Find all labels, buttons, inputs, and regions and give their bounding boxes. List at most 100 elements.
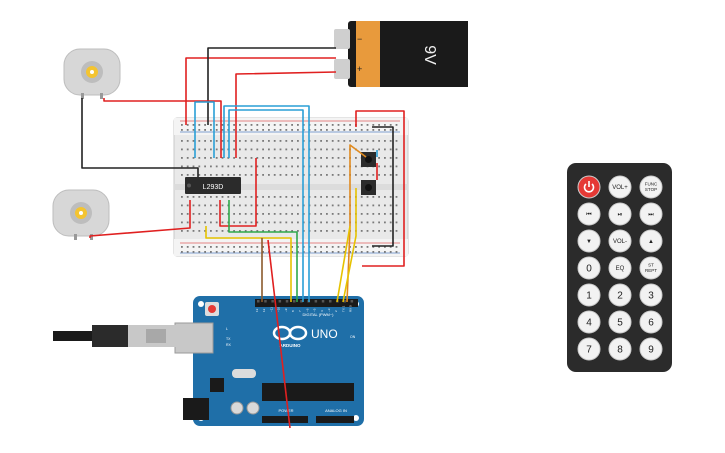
battery-9v[interactable]: − + 9V [334, 21, 468, 87]
remote-key-label: 4 [586, 318, 592, 329]
remote-key-label: 8 [617, 345, 623, 356]
digital-pin[interactable] [285, 300, 289, 303]
remote-key[interactable]: 0 [577, 256, 601, 280]
wire[interactable] [223, 105, 310, 302]
wire[interactable] [81, 98, 199, 177]
remote-key-label: VOL+ [612, 185, 628, 191]
remote-key[interactable]: 3 [639, 283, 663, 307]
digital-pin[interactable] [264, 300, 267, 303]
chip-label: L293D [203, 184, 224, 191]
remote-key[interactable]: EQ [608, 256, 632, 280]
dc-motor-bottom[interactable] [52, 189, 110, 240]
remote-key[interactable]: ▲ [639, 229, 663, 253]
digital-pin[interactable] [321, 300, 325, 303]
remote-key[interactable]: 7 [577, 337, 601, 361]
digital-pin-label: 7 [298, 310, 302, 312]
remote-key[interactable]: ▼ [577, 229, 601, 253]
wire[interactable] [103, 98, 222, 158]
digital-pin-label: TX 1 [341, 305, 345, 312]
wire[interactable] [267, 239, 291, 429]
digital-pin[interactable] [278, 300, 282, 303]
wire[interactable] [219, 158, 257, 227]
next-icon: ⏭ [648, 212, 654, 218]
remote-key[interactable]: 5 [608, 310, 632, 334]
wire[interactable] [235, 71, 337, 158]
digital-pin-label: ~10 [277, 307, 281, 312]
remote-key[interactable]: VOL+ [608, 175, 632, 199]
remote-key[interactable]: ⏯ [608, 202, 632, 226]
battery-plus-label: + [357, 64, 362, 74]
remote-key[interactable]: 6 [639, 310, 663, 334]
digital-pin[interactable] [293, 300, 296, 303]
previous-icon: ⏮ [586, 212, 592, 218]
digital-pin-label: ~11 [269, 307, 273, 312]
wire[interactable] [185, 57, 336, 125]
tx-label: TX [226, 337, 231, 341]
analog-header-label: ANALOG IN [325, 408, 347, 413]
on-label: ON [350, 335, 356, 339]
digital-pin-label: ~5 [313, 308, 317, 312]
arduino-model-label: UNO [311, 327, 338, 341]
l293d-chip[interactable]: L293D [185, 177, 241, 194]
digital-pin-label: 2 [334, 310, 338, 312]
battery-label: 9V [421, 45, 438, 65]
remote-key-label: 0 [586, 264, 592, 275]
wire[interactable] [336, 225, 351, 303]
wire[interactable] [355, 110, 405, 267]
wire[interactable] [194, 101, 215, 158]
digital-pin-label: 8 [291, 310, 295, 312]
digital-pin[interactable] [314, 300, 318, 303]
remote-key-label: 9 [648, 345, 654, 356]
remote-key[interactable]: 8 [608, 337, 632, 361]
usb-cable [53, 325, 176, 347]
digital-pin[interactable] [271, 300, 274, 303]
digital-pin[interactable] [343, 300, 346, 303]
remote-key-label: 6 [648, 318, 654, 329]
play-pause-icon: ⏯ [618, 212, 623, 218]
remote-key[interactable]: ⏮ [577, 202, 601, 226]
remote-key-label: FUNC [645, 182, 658, 187]
digital-pin-label: ~6 [305, 308, 309, 312]
pushbutton-bottom[interactable] [361, 180, 376, 195]
arduino-uno[interactable]: UNO ARDUINO DIGITAL (PWM~) POWER ANALOG … [174, 296, 364, 426]
digital-pin-label: 13 [255, 308, 259, 312]
remote-key[interactable]: 1 [577, 283, 601, 307]
remote-key-label: 5 [617, 318, 623, 329]
reset-button[interactable] [208, 305, 216, 313]
remote-key-label: REPT [645, 268, 657, 273]
power-icon [583, 181, 595, 193]
wire[interactable] [89, 200, 191, 238]
dc-motor-top[interactable] [63, 48, 121, 99]
wire[interactable] [207, 47, 336, 125]
remote-key[interactable]: VOL- [608, 229, 632, 253]
wire[interactable] [205, 226, 292, 302]
digital-header-label: DIGITAL (PWM~) [303, 312, 335, 317]
remote-key-label: ST [648, 263, 654, 268]
up-arrow-icon: ▲ [648, 239, 654, 245]
digital-pin-label: RX 0 [349, 305, 353, 312]
arduino-brand-label: ARDUINO [280, 343, 301, 348]
wire[interactable] [228, 109, 304, 302]
wire[interactable] [228, 200, 298, 302]
digital-pin-label: 4 [320, 310, 324, 312]
remote-key-label: VOL- [613, 239, 627, 245]
remote-key[interactable]: 2 [608, 283, 632, 307]
battery-minus-label: − [357, 34, 362, 44]
remote-key[interactable]: 4 [577, 310, 601, 334]
digital-pin[interactable] [329, 300, 332, 303]
wire[interactable] [342, 188, 357, 303]
remote-power-button[interactable] [577, 175, 601, 199]
digital-pin[interactable] [300, 300, 303, 303]
remote-key[interactable]: 9 [639, 337, 663, 361]
wire[interactable] [372, 126, 394, 247]
l-label: L [226, 327, 228, 331]
wire[interactable] [346, 144, 367, 303]
digital-pin[interactable] [257, 300, 260, 303]
remote-key[interactable]: ⏭ [639, 202, 663, 226]
digital-pin[interactable] [350, 300, 354, 303]
remote-key-label: EQ [616, 266, 625, 272]
